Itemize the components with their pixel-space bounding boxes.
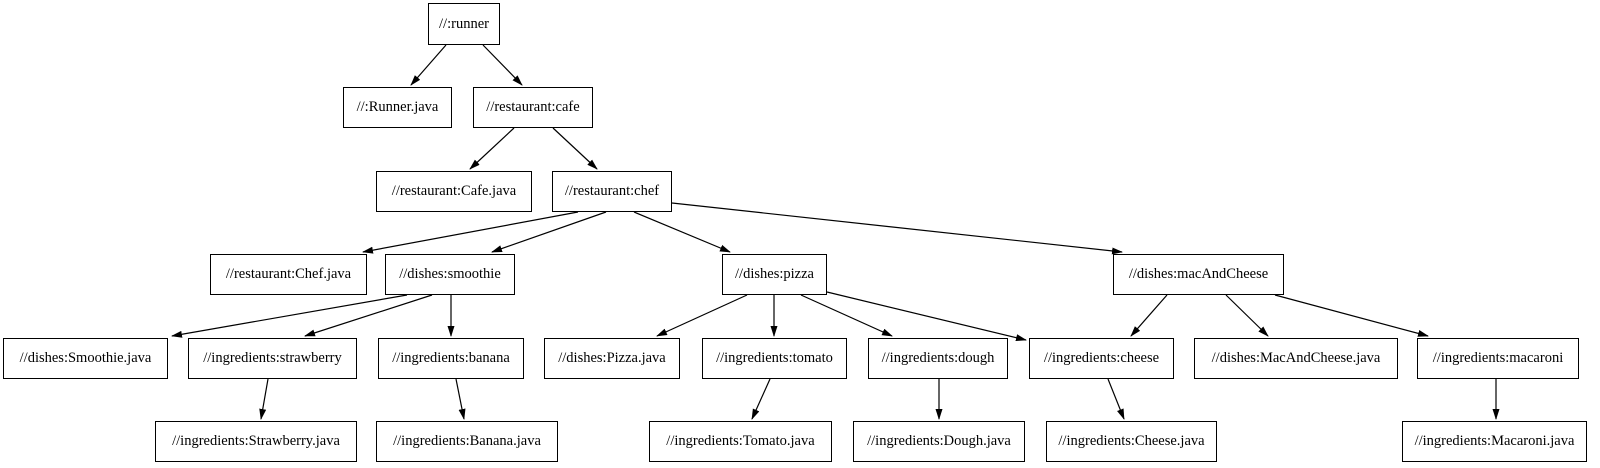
- edge-banana-to-banana-java: [455, 378, 466, 420]
- graph-node-chef-java: //restaurant:Chef.java: [210, 254, 367, 295]
- graph-node-chef: //restaurant:chef: [552, 171, 672, 212]
- graph-node-cheese-java: //ingredients:Cheese.java: [1046, 421, 1217, 462]
- graph-node-cafe: //restaurant:cafe: [473, 87, 593, 128]
- edge-chef-to-mac-and-cheese: [671, 202, 1123, 255]
- graph-node-macaroni-java: //ingredients:Macaroni.java: [1402, 421, 1587, 462]
- graph-node-strawberry-java: //ingredients:Strawberry.java: [155, 421, 357, 462]
- graph-node-cafe-java: //restaurant:Cafe.java: [376, 171, 532, 212]
- edge-pizza-to-pizza-java: [656, 294, 748, 337]
- graph-node-smoothie-java: //dishes:Smoothie.java: [3, 338, 168, 379]
- edge-chef-to-pizza: [633, 211, 731, 253]
- edge-pizza-to-cheese: [826, 291, 1027, 342]
- graph-node-banana-java: //ingredients:Banana.java: [376, 421, 558, 462]
- graph-node-runner-java: //:Runner.java: [343, 87, 452, 128]
- edge-runner-to-runner-java: [410, 44, 447, 86]
- edge-tomato-to-tomato-java: [751, 378, 771, 420]
- edge-cafe-to-chef: [552, 127, 598, 170]
- edge-mac-and-cheese-to-mac-and-cheese-java: [1225, 294, 1269, 337]
- edge-cheese-to-cheese-java: [1107, 378, 1125, 420]
- graph-node-banana: //ingredients:banana: [378, 338, 524, 379]
- edge-chef-to-smoothie: [491, 211, 607, 253]
- edge-strawberry-to-strawberry-java: [259, 378, 269, 420]
- edge-smoothie-to-strawberry: [304, 294, 433, 337]
- graph-node-cheese: //ingredients:cheese: [1029, 338, 1174, 379]
- graph-node-strawberry: //ingredients:strawberry: [188, 338, 357, 379]
- edge-mac-and-cheese-to-macaroni: [1274, 294, 1429, 337]
- graph-node-smoothie: //dishes:smoothie: [385, 254, 515, 295]
- graph-node-mac-and-cheese: //dishes:macAndCheese: [1113, 254, 1284, 295]
- graph-node-mac-and-cheese-java: //dishes:MacAndCheese.java: [1194, 338, 1398, 379]
- graph-node-macaroni: //ingredients:macaroni: [1417, 338, 1579, 379]
- graph-node-tomato: //ingredients:tomato: [702, 338, 847, 379]
- edge-smoothie-to-smoothie-java: [171, 294, 408, 338]
- edge-cafe-to-cafe-java: [469, 127, 515, 170]
- graph-node-pizza: //dishes:pizza: [722, 254, 827, 295]
- edge-mac-and-cheese-to-cheese: [1130, 294, 1168, 337]
- edge-runner-to-cafe: [482, 44, 523, 86]
- edge-chef-to-chef-java: [362, 211, 579, 254]
- graph-node-tomato-java: //ingredients:Tomato.java: [649, 421, 832, 462]
- graph-node-dough-java: //ingredients:Dough.java: [853, 421, 1025, 462]
- graph-node-runner: //:runner: [428, 3, 500, 45]
- graph-node-dough: //ingredients:dough: [868, 338, 1008, 379]
- graph-node-pizza-java: //dishes:Pizza.java: [544, 338, 680, 379]
- edge-pizza-to-dough: [800, 294, 893, 337]
